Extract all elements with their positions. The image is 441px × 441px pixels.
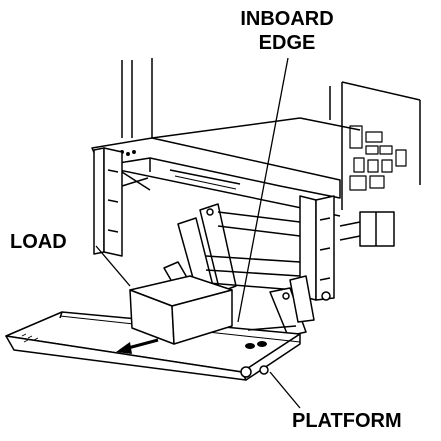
- vehicle-body: [121, 58, 421, 210]
- inboard-edge-label-line1: INBOARD: [240, 8, 334, 30]
- load-leader: [95, 245, 131, 287]
- load-label: LOAD: [10, 231, 67, 253]
- leader-lines: [95, 57, 301, 409]
- platform-leader: [269, 371, 301, 409]
- inboard-edge-leader: [237, 57, 289, 323]
- right-column: [299, 195, 395, 301]
- left-column: [93, 147, 151, 257]
- load-box: [129, 275, 233, 345]
- inboard-edge-label-line2: EDGE: [258, 32, 316, 54]
- platform: [5, 311, 301, 381]
- platform-label: PLATFORM: [292, 410, 402, 432]
